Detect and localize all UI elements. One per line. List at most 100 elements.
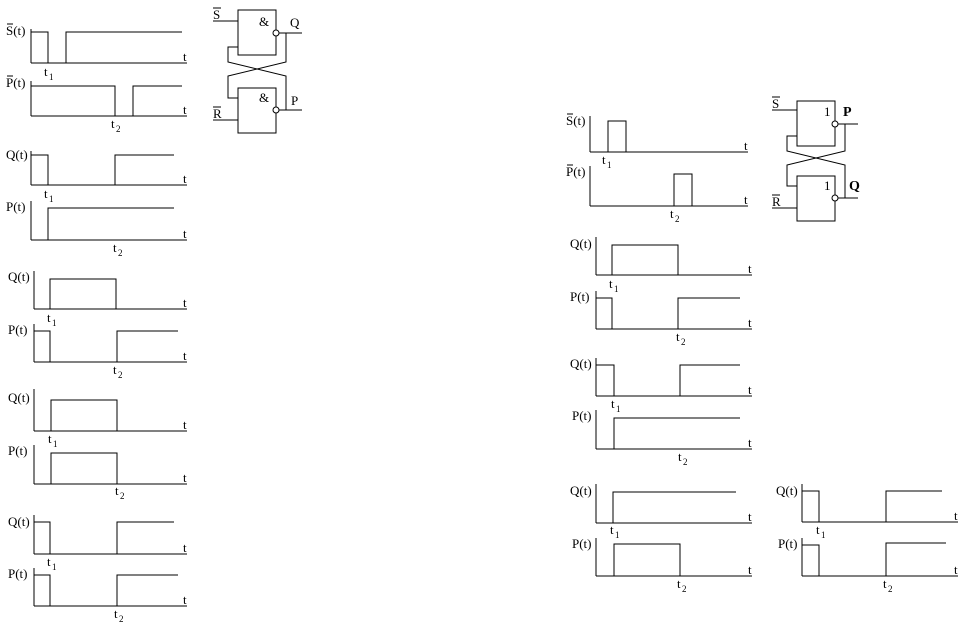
signal-label-q: Q(t) — [8, 390, 30, 405]
waveform-p-bar — [31, 85, 182, 117]
gate-symbol-and: & — [259, 14, 269, 29]
time-marker-subscript: 1 — [53, 439, 58, 449]
time-marker-label: t — [609, 276, 613, 291]
time-marker-label: t — [678, 449, 682, 464]
input-label-s-bar: S — [772, 96, 779, 111]
gate-symbol-and: & — [259, 90, 269, 105]
feedback-wire — [227, 33, 287, 99]
time-axis-label: t — [183, 226, 187, 241]
inverter-bubble — [272, 106, 280, 114]
time-marker-label: t — [611, 396, 615, 411]
signal-label-q: Q(t) — [6, 147, 28, 162]
inverter-bubble — [831, 194, 839, 202]
time-marker-subscript: 1 — [615, 530, 620, 540]
time-marker-subscript: 2 — [120, 491, 125, 501]
time-marker-subscript: 2 — [116, 124, 121, 134]
signal-label-p: P(t) — [570, 289, 590, 304]
signal-label-p: P(t) — [572, 408, 592, 423]
time-marker-subscript: 1 — [614, 284, 619, 294]
waveform-q — [596, 491, 736, 524]
time-marker-subscript: 1 — [607, 160, 612, 170]
waveform-p — [596, 417, 740, 450]
time-marker-label: t — [113, 362, 117, 377]
time-marker-subscript: 1 — [49, 72, 54, 82]
feedback-wire — [227, 46, 287, 110]
time-axis-label: t — [744, 192, 748, 207]
waveform-q — [31, 154, 174, 186]
feedback-wire — [786, 124, 846, 187]
time-axis-label: t — [183, 348, 187, 363]
time-marker-label: t — [44, 186, 48, 201]
inverter-bubble — [831, 120, 839, 128]
time-marker-label: t — [670, 206, 674, 221]
waveform-q — [596, 364, 740, 397]
time-marker-label: t — [47, 310, 51, 325]
inverter-bubble — [272, 29, 280, 37]
output-label-q: Q — [290, 15, 300, 30]
nand-gate-bottom — [237, 87, 277, 134]
gate-symbol-or: 1 — [824, 178, 831, 193]
time-marker-subscript: 2 — [675, 214, 680, 224]
output-label-q: Q — [849, 179, 860, 194]
time-axis-label: t — [954, 562, 958, 577]
time-marker-subscript: 2 — [888, 584, 893, 594]
waveform-p-bar — [590, 173, 744, 207]
time-marker-subscript: 2 — [118, 248, 123, 258]
time-axis-label: t — [954, 508, 958, 523]
time-marker-label: t — [115, 483, 119, 498]
time-marker-label: t — [816, 522, 820, 537]
signal-label-p: P(t) — [778, 536, 798, 551]
time-marker-subscript: 1 — [616, 404, 621, 414]
time-axis-label: t — [748, 315, 752, 330]
signal-label-p: P(t) — [6, 199, 26, 214]
gate-symbol-or: 1 — [824, 104, 831, 119]
waveform-q — [34, 278, 178, 310]
waveform-p — [34, 452, 178, 485]
feedback-wire — [786, 135, 846, 198]
signal-label-q: Q(t) — [776, 483, 798, 498]
time-axis-label: t — [748, 562, 752, 577]
time-axis-label: t — [183, 295, 187, 310]
time-axis-label: t — [748, 382, 752, 397]
signal-label-p: P(t) — [8, 443, 28, 458]
time-axis-label: t — [183, 540, 187, 555]
time-axis-label: t — [748, 509, 752, 524]
time-marker-subscript: 1 — [49, 194, 54, 204]
time-marker-label: t — [111, 116, 115, 131]
signal-label-q: Q(t) — [8, 514, 30, 529]
input-label-s-bar: S — [213, 7, 220, 22]
signal-label-p: P(t) — [572, 536, 592, 551]
time-marker-subscript: 1 — [821, 530, 826, 540]
output-label-p: P — [291, 93, 298, 108]
signal-label-p: P(t) — [8, 322, 28, 337]
waveform-p — [802, 542, 946, 577]
time-axis-label: t — [183, 470, 187, 485]
time-marker-label: t — [883, 576, 887, 591]
waveform-s-bar — [31, 31, 182, 64]
time-marker-subscript: 1 — [52, 562, 57, 572]
waveform-q — [802, 490, 942, 523]
time-marker-label: t — [47, 554, 51, 569]
signal-label-q: Q(t) — [570, 483, 592, 498]
time-axis-label: t — [748, 435, 752, 450]
time-axis-label: t — [183, 102, 187, 117]
time-marker-subscript: 2 — [682, 584, 687, 594]
time-axis-label: t — [183, 49, 187, 64]
time-marker-label: t — [113, 240, 117, 255]
time-marker-label: t — [602, 152, 606, 167]
input-label-r-bar: R — [213, 106, 222, 121]
waveform-p — [34, 330, 178, 363]
time-axis-label: t — [748, 261, 752, 276]
waveform-p — [31, 207, 174, 241]
waveform-q — [596, 244, 744, 276]
time-marker-label: t — [48, 431, 52, 446]
signal-label-p-bar: P(t) — [566, 164, 586, 179]
time-marker-label: t — [676, 329, 680, 344]
nand-gate-top — [237, 9, 277, 56]
time-marker-subscript: 2 — [119, 614, 124, 624]
waveform-p — [596, 297, 740, 330]
time-axis-label: t — [183, 171, 187, 186]
signal-label-p-bar: P(t) — [6, 75, 26, 90]
